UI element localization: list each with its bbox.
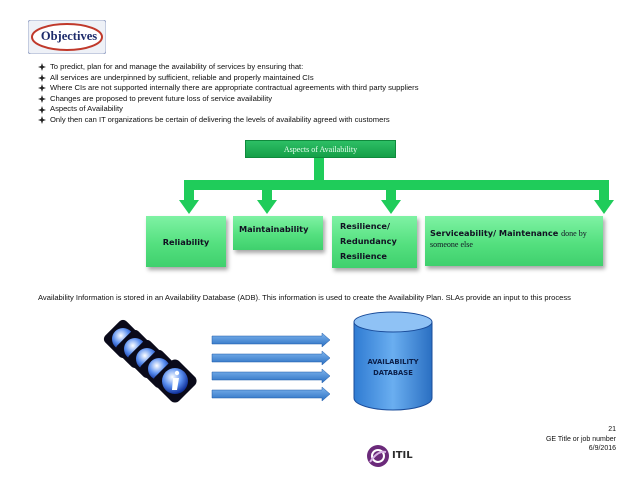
diamond-bullet-icon xyxy=(38,116,46,125)
info-paragraph: Availability Information is stored in an… xyxy=(38,293,571,302)
arrow-right-icon xyxy=(211,350,331,366)
itil-logo-text: ITIL xyxy=(392,450,413,461)
objectives-list: To predict, plan for and manage the avai… xyxy=(38,62,628,126)
list-item: Only then can IT organizations be certai… xyxy=(38,115,628,126)
diamond-bullet-icon xyxy=(38,84,46,93)
resilience-box: Resilience/ Redundancy Resilience xyxy=(332,216,417,268)
reliability-box: Reliability xyxy=(146,216,226,267)
diamond-bullet-icon xyxy=(38,73,46,82)
list-item: To predict, plan for and manage the avai… xyxy=(38,62,628,73)
availability-database-icon xyxy=(353,311,433,411)
itil-logo-icon xyxy=(367,445,389,467)
slide-footer: 21 GE Title or job number 6/9/2016 xyxy=(456,425,616,454)
arrow-right-icon xyxy=(211,332,331,348)
information-icons-stack xyxy=(103,319,197,403)
diamond-bullet-icon xyxy=(38,105,46,114)
list-item: All services are underpinned by sufficie… xyxy=(38,73,628,84)
list-item: Changes are proposed to prevent future l… xyxy=(38,94,628,105)
page-number: 21 xyxy=(608,426,616,433)
info-icon xyxy=(153,359,197,403)
arrow-right-icon xyxy=(211,368,331,384)
database-label: AVAILABILITY DATABASE xyxy=(367,358,419,377)
diamond-bullet-icon xyxy=(38,95,46,104)
footer-date: 6/9/2016 xyxy=(588,445,616,452)
objectives-label: Objectives xyxy=(40,29,98,43)
aspects-header-box: Aspects of Availability xyxy=(245,140,396,158)
diamond-bullet-icon xyxy=(38,63,46,72)
list-item: Aspects of Availability xyxy=(38,104,628,115)
serviceability-box: Serviceability/ Maintenance done by some… xyxy=(425,216,603,266)
objectives-badge xyxy=(28,20,106,54)
list-item: Where CIs are not supported internally t… xyxy=(38,83,628,94)
footer-title: GE Title or job number xyxy=(545,435,616,443)
arrow-right-icon xyxy=(211,386,331,402)
maintainability-box: Maintainability xyxy=(233,216,323,250)
